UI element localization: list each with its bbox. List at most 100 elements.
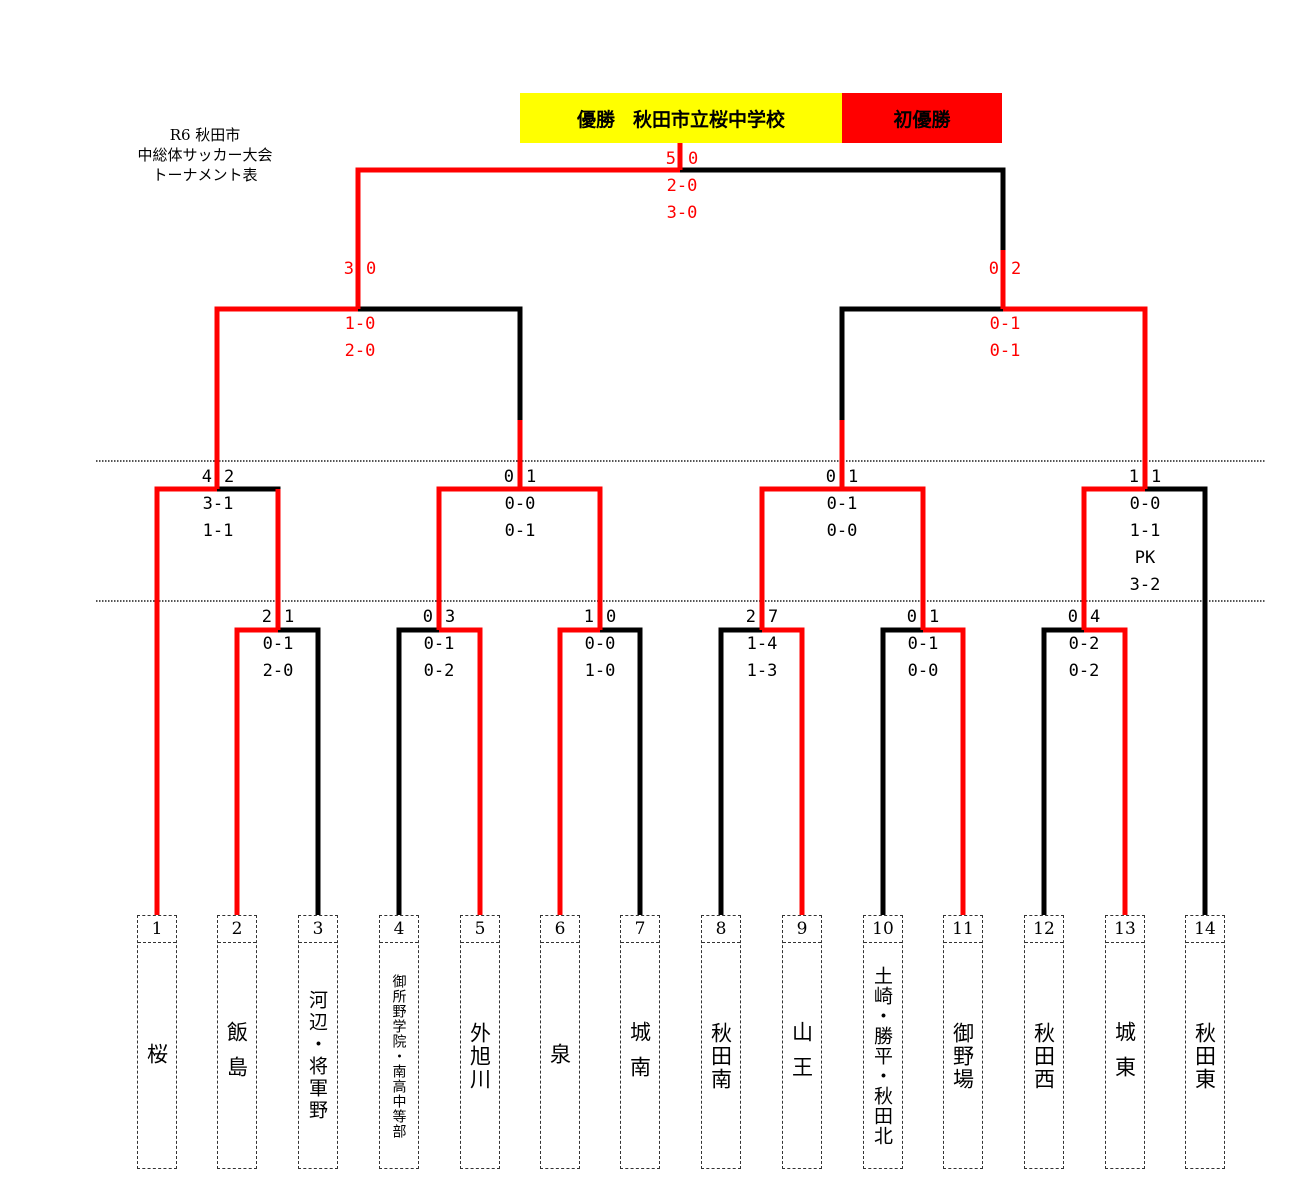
r2-b-half1: 0-0 xyxy=(504,494,536,514)
team-name: 飯島 xyxy=(224,1021,249,1091)
line-r2-b-left xyxy=(436,486,520,630)
final-half1: 2-0 xyxy=(666,176,698,196)
team-name: 城南 xyxy=(627,1021,652,1091)
r2-b-total-b: 1 xyxy=(526,467,537,487)
r2-d-total-a: 1 xyxy=(1128,467,1139,487)
team-number: 12 xyxy=(1025,916,1063,943)
team-number: 1 xyxy=(138,916,176,943)
line-team-12 xyxy=(1041,627,1084,915)
team-name: 城東 xyxy=(1112,1021,1137,1091)
line-team-11 xyxy=(923,627,966,915)
r1-f-total-a: 0 xyxy=(1067,607,1078,627)
r1-f-half2: 0-2 xyxy=(1068,661,1100,681)
r2-a-total-b: 2 xyxy=(224,467,235,487)
team-number: 6 xyxy=(541,916,579,943)
team-box-3: 3 河辺・将軍野 xyxy=(298,915,338,1169)
line-final-right xyxy=(680,167,1006,309)
r1-d-total-a: 2 xyxy=(745,607,756,627)
sf-a-total-a: 3 xyxy=(343,259,354,279)
r2-b-total-a: 0 xyxy=(503,467,514,487)
tournament-title: R6 秋田市 中総体サッカー大会 トーナメント表 xyxy=(110,125,300,185)
semifinal-a-halves: 1-0 2-0 xyxy=(320,311,400,365)
r2-d-pk-label: PK xyxy=(1134,548,1156,568)
line-r2-d-left xyxy=(1081,486,1145,630)
team-name: 御所野学院・南高中等部 xyxy=(390,973,407,1139)
team-name: 泉 xyxy=(547,1042,572,1070)
line-team-9 xyxy=(762,627,805,915)
r1-d-half2: 1-3 xyxy=(746,661,778,681)
team-name: 土崎・勝平・秋田北 xyxy=(871,966,893,1146)
r1-e-total-a: 0 xyxy=(906,607,917,627)
team-name: 山王 xyxy=(789,1021,814,1091)
r1-e-half2: 0-0 xyxy=(907,661,939,681)
title-line-3: トーナメント表 xyxy=(152,166,258,184)
r1-c-half1: 0-0 xyxy=(584,634,616,654)
r1-a-total-b: 1 xyxy=(284,607,295,627)
sf-b-total-a: 0 xyxy=(988,259,999,279)
line-r2-c-right xyxy=(842,486,926,630)
champion-label: 優勝 xyxy=(576,108,615,131)
team-box-1: 1 桜 xyxy=(137,915,177,1169)
line-team-4 xyxy=(396,627,439,915)
sf-b-total-b: 2 xyxy=(1011,259,1022,279)
team-number: 2 xyxy=(218,916,256,943)
line-r2-b-right xyxy=(520,486,603,630)
team-number: 3 xyxy=(299,916,337,943)
semifinal-b-halves: 0-1 0-1 xyxy=(965,311,1045,365)
r1-b-total-a: 0 xyxy=(422,607,433,627)
r1-e-half1: 0-1 xyxy=(907,634,939,654)
team-box-12: 12 秋田西 xyxy=(1024,915,1064,1169)
line-team-8 xyxy=(718,627,762,915)
r1-d-total-b: 7 xyxy=(768,607,779,627)
line-team-13 xyxy=(1084,627,1128,915)
final-total-b: 0 xyxy=(688,149,699,169)
sf-b-half2: 0-1 xyxy=(989,341,1021,361)
team-number: 13 xyxy=(1106,916,1144,943)
r2-d-half1: 0-0 xyxy=(1129,494,1161,514)
team-box-5: 5 外旭川 xyxy=(460,915,500,1169)
r2-d-total-b: 1 xyxy=(1151,467,1162,487)
sf-a-half1: 1-0 xyxy=(344,314,376,334)
sf-a-half2: 2-0 xyxy=(344,341,376,361)
r1-e-total-b: 1 xyxy=(929,607,940,627)
r1-f-total-b: 4 xyxy=(1090,607,1101,627)
r2-d-pk: 3-2 xyxy=(1129,575,1161,595)
first-title-label: 初優勝 xyxy=(893,108,951,131)
team-number: 10 xyxy=(864,916,902,943)
final-half2: 3-0 xyxy=(666,203,698,223)
team-number: 4 xyxy=(380,916,418,943)
r2-a-total-a: 4 xyxy=(201,467,212,487)
r2-c-total-a: 0 xyxy=(825,467,836,487)
final-total-a: 5 xyxy=(665,149,676,169)
r2-c-total-b: 1 xyxy=(848,467,859,487)
team-box-13: 13 城東 xyxy=(1105,915,1145,1169)
line-team-3 xyxy=(278,627,321,915)
team-name: 秋田東 xyxy=(1192,1021,1217,1091)
r1-b-total-b: 3 xyxy=(445,607,456,627)
r2-d-half2: 1-1 xyxy=(1129,521,1161,541)
team-box-9: 9 山王 xyxy=(782,915,822,1169)
champion-school: 秋田市立桜中学校 xyxy=(633,108,786,131)
line-r2-c-left xyxy=(759,486,842,630)
sf-a-total-b: 0 xyxy=(366,259,377,279)
team-number: 14 xyxy=(1186,916,1224,943)
r2-c-half1: 0-1 xyxy=(826,494,858,514)
line-team-10 xyxy=(880,627,923,915)
team-box-8: 8 秋田南 xyxy=(701,915,741,1169)
team-name: 桜 xyxy=(144,1042,169,1070)
team-number: 8 xyxy=(702,916,740,943)
team-name: 外旭川 xyxy=(467,1021,492,1091)
r1-a-half1: 0-1 xyxy=(262,634,294,654)
r1-a-half2: 2-0 xyxy=(262,661,294,681)
sf-b-half1: 0-1 xyxy=(989,314,1021,334)
champion-banner: 優勝 秋田市立桜中学校 xyxy=(520,93,842,143)
